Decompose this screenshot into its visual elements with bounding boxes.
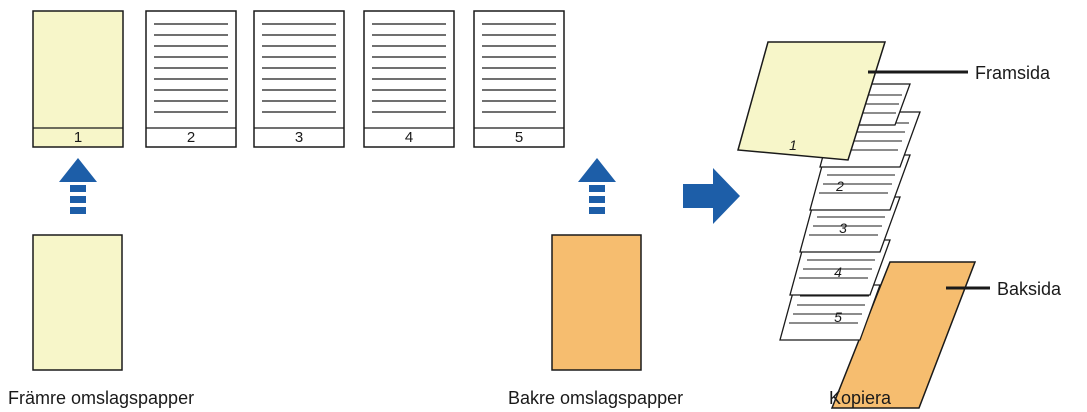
output-page-number: 2 bbox=[835, 178, 844, 194]
back-cover-paper-label: Bakre omslagspapper bbox=[508, 388, 683, 408]
output-page-number: 4 bbox=[834, 264, 842, 280]
output-page-number: 5 bbox=[834, 309, 842, 325]
original-page-4: 4 bbox=[363, 10, 455, 148]
original-page-number: 2 bbox=[187, 129, 195, 146]
up-arrow-icon bbox=[578, 158, 616, 214]
original-page-5: 5 bbox=[473, 10, 565, 148]
front-cover-paper-label: Främre omslagspapper bbox=[8, 388, 194, 408]
back-cover-sheet bbox=[551, 234, 642, 371]
output-page-5: 5 bbox=[779, 284, 881, 341]
original-page-number: 5 bbox=[515, 129, 523, 146]
front-side-label: Framsida bbox=[975, 63, 1051, 83]
front-cover-sheet bbox=[32, 234, 123, 371]
back-side-label: Baksida bbox=[997, 279, 1062, 299]
copy-label: Kopiera bbox=[829, 388, 892, 408]
original-page-1: 1 bbox=[32, 10, 124, 148]
original-page-3: 3 bbox=[253, 10, 345, 148]
original-page-number: 1 bbox=[74, 129, 82, 146]
back-cover-output bbox=[830, 261, 977, 409]
original-page-number: 3 bbox=[295, 129, 303, 146]
original-page-number: 4 bbox=[405, 129, 413, 146]
right-arrow-icon bbox=[683, 168, 740, 224]
original-page-2: 2 bbox=[145, 10, 237, 148]
up-arrow-icon bbox=[59, 158, 97, 214]
output-page-number: 3 bbox=[839, 220, 847, 236]
front-cover-output: 1 bbox=[737, 41, 887, 161]
output-page-number: 1 bbox=[789, 137, 797, 153]
